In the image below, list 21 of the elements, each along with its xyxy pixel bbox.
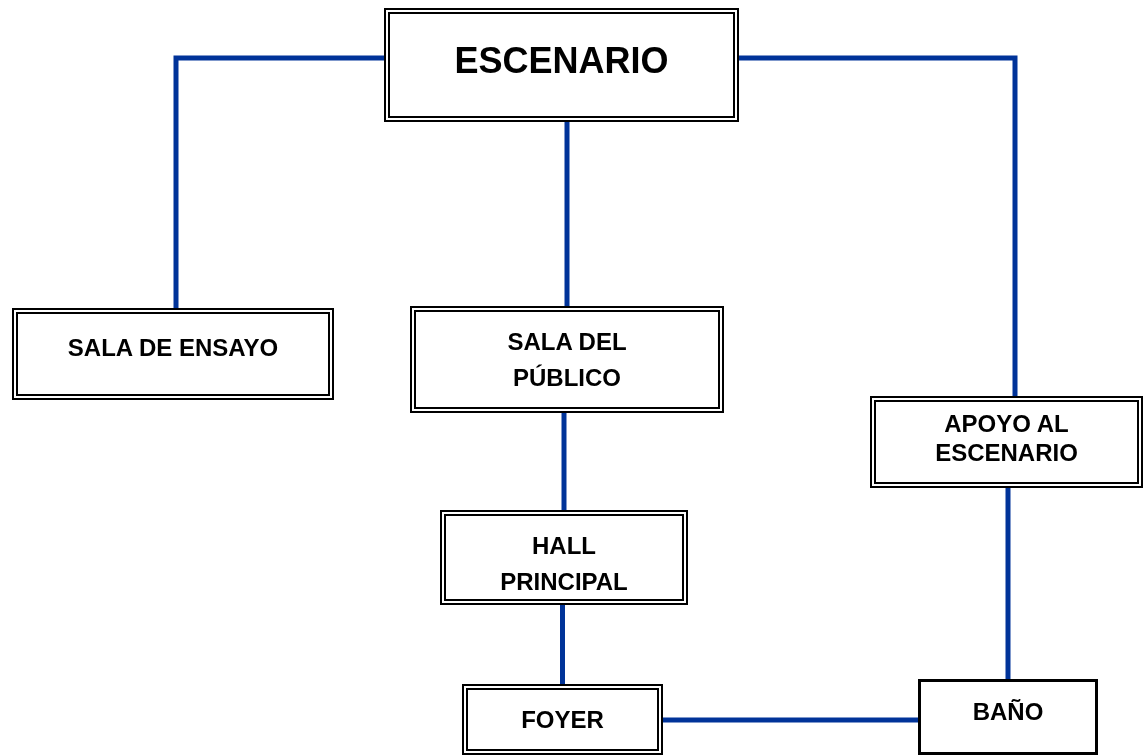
room-box (870, 396, 1143, 488)
room-name: BAÑO (972, 697, 1044, 727)
connector-line (173, 55, 384, 308)
room-box (440, 510, 688, 605)
connector-line (1005, 488, 1011, 679)
room-box (410, 306, 724, 413)
room-box (462, 684, 663, 755)
connector-line (739, 55, 1018, 396)
room-box (12, 308, 334, 400)
connector-line (561, 413, 567, 510)
room-name: ESCENARIO (454, 39, 669, 83)
room-name: FOYER (521, 705, 604, 735)
room-name: SALA DE ENSAYO (67, 333, 279, 363)
connector-line (564, 122, 570, 306)
room-box (918, 679, 1098, 755)
room-box (384, 8, 739, 122)
connector-line (560, 605, 565, 684)
room-name: HALL PRINCIPAL (499, 531, 629, 597)
connector-line (663, 717, 918, 723)
room-name: SALA DEL PÚBLICO (506, 327, 628, 393)
room-name: APOYO AL ESCENARIO (934, 410, 1079, 468)
